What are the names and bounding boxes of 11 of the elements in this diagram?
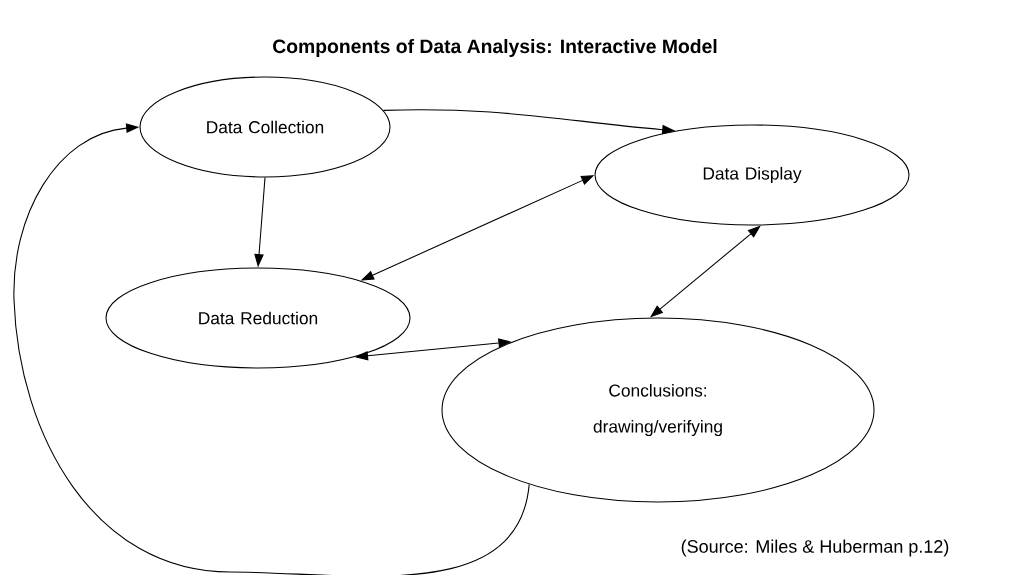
node-text: Data Reduction: [199, 311, 318, 325]
process-ellipse: [594, 124, 910, 226]
node-text: Data Display: [703, 166, 802, 184]
source-note: (Source: Miles & Huberman p.12): [681, 539, 949, 557]
arrow: [13, 123, 530, 575]
process-ellipse: [139, 76, 391, 178]
process-ellipse: [441, 317, 875, 503]
title: Components of Data Analysis: Interactive Model: [273, 39, 717, 57]
node-text: Conclusions: drawing/verifying: [593, 383, 722, 437]
process-ellipse: [105, 267, 411, 369]
node-text: Data Collection: [207, 120, 324, 134]
